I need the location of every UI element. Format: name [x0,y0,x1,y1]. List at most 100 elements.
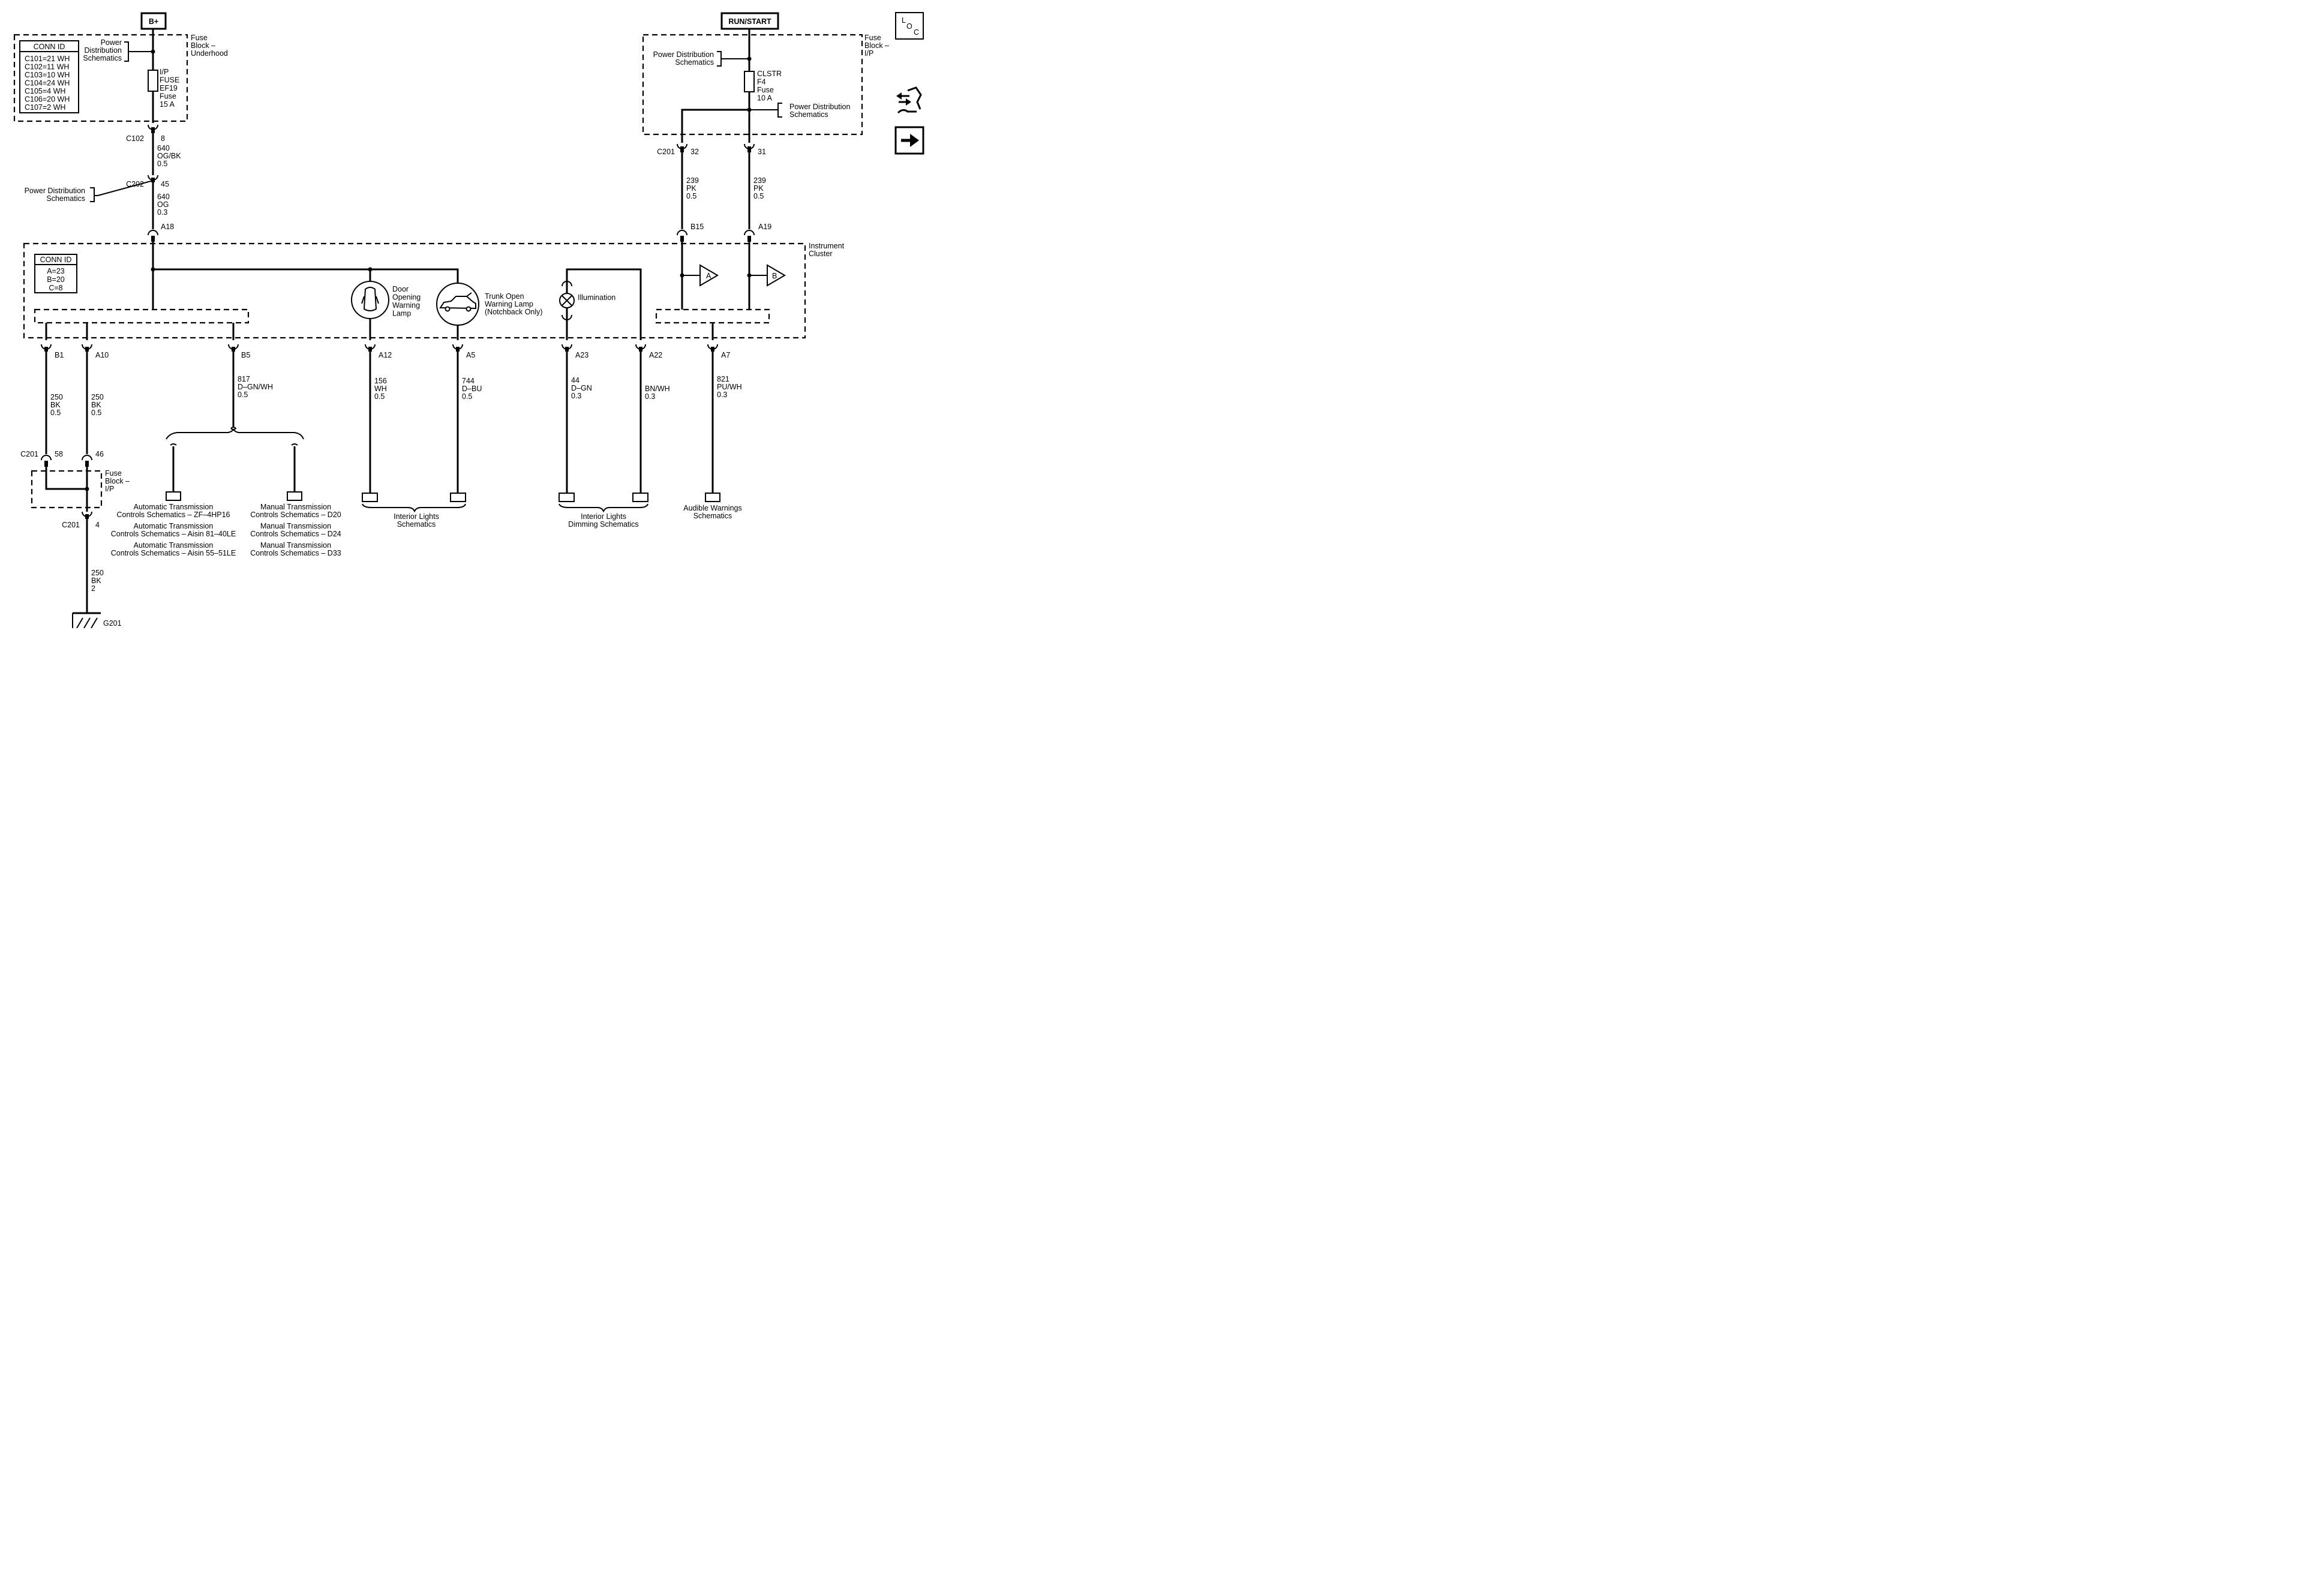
connector-c201-pin-32: 32 [690,148,699,156]
svg-text:0.5: 0.5 [462,392,472,401]
svg-text:744: 744 [462,377,475,385]
conn-id-title: CONN ID [34,43,65,51]
interior-dimming-connector-icon [559,493,648,513]
auto-trans-aisin-5551le-link[interactable]: Automatic Transmission Controls Schemati… [111,541,236,557]
run-start-label: RUN/START [728,17,771,26]
svg-text:BN/WH: BN/WH [645,385,670,393]
svg-text:A: A [706,272,711,280]
conn-id-row: C106=20 WH [25,95,70,104]
svg-text:250: 250 [91,393,104,401]
svg-text:Power: Power [101,38,122,47]
wire-bnwh-label: BN/WH 0.3 [645,385,670,401]
auto-trans-aisin-8140le-link[interactable]: Automatic Transmission Controls Schemati… [111,522,236,538]
conn-id-row: C105=4 WH [25,87,65,95]
connector-c202-pin: 45 [161,180,169,188]
svg-text:2: 2 [91,584,95,593]
cluster-internal-module-right [655,308,770,324]
wire-817-label: 817 D–GN/WH 0.5 [238,375,273,399]
wire-239-pk-label-2: 239 PK 0.5 [753,176,766,200]
svg-text:A=23: A=23 [47,267,65,275]
svg-text:0.5: 0.5 [238,391,248,399]
svg-text:239: 239 [686,176,699,185]
svg-text:CONN ID: CONN ID [40,256,72,264]
svg-text:B: B [772,272,777,280]
location-button[interactable]: L O C [895,12,924,40]
connector-a12-label: A12 [379,351,392,359]
connector-views-icon[interactable] [896,86,922,114]
connector-a22-label: A22 [649,351,662,359]
svg-text:Power Distribution: Power Distribution [789,103,850,111]
svg-text:Dimming Schematics: Dimming Schematics [568,520,638,529]
svg-text:0.5: 0.5 [91,409,101,417]
trunk-open-lamp-icon [436,283,479,326]
connector-c201-pin-4: 4 [95,521,100,529]
fuse-block-underhood-label: Fuse Block – Underhood [191,34,228,58]
bottom-connector-row-icons [41,344,718,352]
conn-id-table-cluster: CONN ID A=23 B=20 C=8 [34,254,77,293]
svg-text:Fuse: Fuse [191,34,208,42]
svg-text:0.3: 0.3 [571,392,581,400]
svg-text:Power Distribution: Power Distribution [25,187,85,195]
svg-text:Cluster: Cluster [809,250,833,258]
svg-text:PK: PK [753,184,764,193]
svg-text:Automatic Transmission: Automatic Transmission [134,503,214,511]
svg-text:156: 156 [374,377,387,385]
svg-text:Trunk Open: Trunk Open [485,292,524,301]
pds-reference-right-top[interactable]: Power Distribution Schematics [653,50,749,67]
svg-text:Audible Warnings: Audible Warnings [683,504,742,512]
reference-a-triangle[interactable]: A [699,264,719,287]
svg-text:O: O [906,22,912,31]
pds-reference-right-bottom[interactable]: Power Distribution Schematics [749,103,850,119]
svg-text:Schematics: Schematics [789,110,828,119]
pds-reference-c202[interactable]: Power Distribution Schematics [25,187,98,203]
fuse-clstr-label: CLSTR F4 Fuse 10 A [757,70,782,103]
manual-trans-d20-link[interactable]: Manual Transmission Controls Schematics … [250,503,341,519]
svg-text:239: 239 [753,176,766,185]
svg-text:BK: BK [91,401,101,409]
svg-text:0.3: 0.3 [717,391,727,399]
connector-c201-right-label: C201 [657,148,675,156]
svg-text:Controls Schematics – D33: Controls Schematics – D33 [250,549,341,557]
reference-b-triangle[interactable]: B [767,264,786,287]
svg-text:CLSTR: CLSTR [757,70,782,78]
connector-c201-bottom-label: C201 [62,521,80,529]
svg-text:Power Distribution: Power Distribution [653,50,714,59]
audible-warnings-schematics-link[interactable]: Audible Warnings Schematics [683,504,742,520]
connector-a18-label: A18 [161,223,174,231]
svg-text:Warning: Warning [392,301,420,310]
svg-text:Lamp: Lamp [392,310,411,318]
connector-c201-pin-46: 46 [95,450,104,458]
transmission-split-bracket [166,427,304,446]
manual-trans-d33-link[interactable]: Manual Transmission Controls Schematics … [250,541,341,557]
svg-text:D–GN: D–GN [571,384,592,392]
fuse-block-ip-bottom-label: Fuse Block – I/P [105,469,130,493]
connector-c202-icon [148,175,158,182]
svg-text:FUSE: FUSE [160,76,179,85]
svg-text:BK: BK [91,577,101,585]
connector-a7-label: A7 [721,351,730,359]
wire-250-bk-label-1: 250 BK 0.5 [50,393,63,417]
svg-text:Interior Lights: Interior Lights [581,512,626,521]
svg-text:Controls Schematics – ZF–4HP16: Controls Schematics – ZF–4HP16 [117,511,230,519]
manual-trans-d24-link[interactable]: Manual Transmission Controls Schematics … [250,522,341,538]
b-plus-label: B+ [149,17,158,26]
interior-dimming-schematics-link[interactable]: Interior Lights Dimming Schematics [568,512,638,529]
svg-text:0.3: 0.3 [645,392,655,401]
svg-text:OG/BK: OG/BK [157,152,181,160]
svg-text:640: 640 [157,144,170,152]
connector-c201-bottom-left-label: C201 [20,450,38,458]
wire-239-pk-label-1: 239 PK 0.5 [686,176,699,200]
conn-id-row: C101=21 WH [25,55,70,63]
svg-text:0.5: 0.5 [686,192,696,200]
auto-trans-zf4hp16-link[interactable]: Automatic Transmission Controls Schemati… [117,503,230,519]
interior-lights-schematics-link[interactable]: Interior Lights Schematics [394,512,439,529]
conn-id-row: C104=24 WH [25,79,70,88]
svg-text:821: 821 [717,375,729,383]
pds-reference-left[interactable]: Power Distribution Schematics [83,38,153,62]
svg-text:Manual Transmission: Manual Transmission [260,541,331,550]
arrow-right-icon[interactable] [894,126,924,155]
connector-c201-bottom-icon [82,511,92,519]
connector-a5-label: A5 [466,351,475,359]
svg-text:250: 250 [91,569,104,577]
conn-id-row: C103=10 WH [25,71,70,79]
